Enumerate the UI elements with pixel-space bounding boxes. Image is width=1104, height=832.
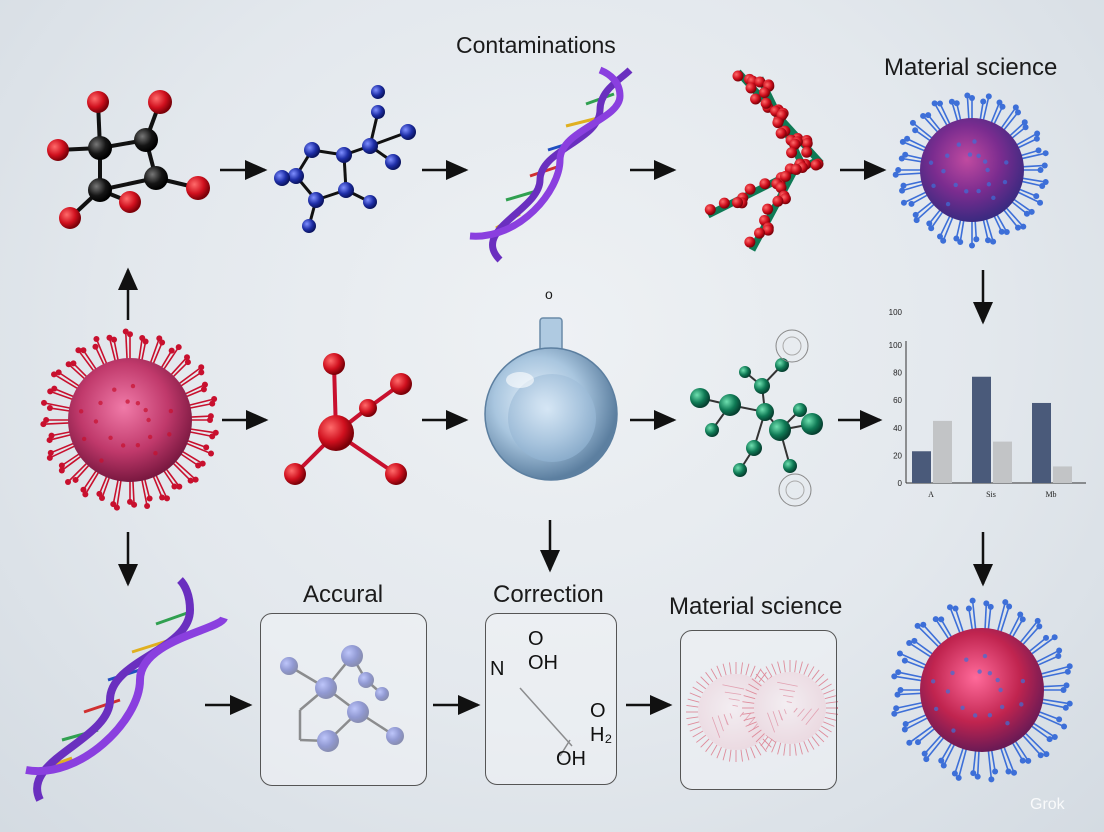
label-flask-o: o	[545, 286, 553, 302]
y-tick-label: 100	[889, 308, 903, 317]
y-tick-label: 100	[889, 341, 903, 350]
formula-oh-bottom: OH	[556, 748, 586, 770]
x-tick-label: Sis	[986, 490, 996, 499]
virus-icon	[40, 328, 219, 511]
bar	[1032, 402, 1051, 483]
x-tick-label: A	[928, 490, 934, 499]
material-science-panel	[680, 630, 837, 790]
y-tick-label: 80	[893, 369, 902, 378]
formula-n: N	[490, 658, 505, 680]
bar	[993, 441, 1012, 483]
bar	[1053, 466, 1072, 483]
bar	[933, 420, 952, 483]
y-tick-label: 40	[893, 424, 902, 433]
virus-icon	[891, 597, 1073, 783]
red-molecule-icon	[284, 353, 412, 485]
bar	[972, 376, 991, 483]
accural-panel	[260, 613, 427, 786]
formula-h2: H₂	[590, 724, 613, 746]
label-correction: Correction	[493, 581, 604, 608]
green-molecule-icon	[690, 329, 823, 507]
red-black-molecule-icon	[47, 90, 210, 229]
protein-beads	[704, 70, 824, 248]
bar	[912, 451, 931, 483]
x-tick-label: Mb	[1045, 490, 1056, 499]
label-accural: Accural	[303, 581, 384, 608]
formula-oh-top: OH	[528, 652, 558, 674]
watermark: Grok	[1030, 796, 1065, 813]
y-tick-label: 0	[898, 479, 903, 488]
label-material-science-bottom: Material science	[669, 593, 843, 620]
dna-helix-icon	[25, 577, 228, 802]
correction-panel: O OH N O H₂ OH	[485, 613, 617, 785]
formula-o-right: O	[590, 700, 606, 722]
formula-o-top: O	[528, 628, 544, 650]
flask-icon	[484, 317, 618, 481]
dna-helix-icon	[469, 66, 633, 263]
label-material-science-top: Material science	[884, 54, 1058, 81]
virus-icon	[892, 92, 1049, 249]
label-contaminations: Contaminations	[456, 32, 616, 58]
y-tick-label: 20	[893, 451, 902, 460]
blue-molecule-icon	[274, 85, 416, 233]
y-tick-label: 60	[893, 396, 902, 405]
